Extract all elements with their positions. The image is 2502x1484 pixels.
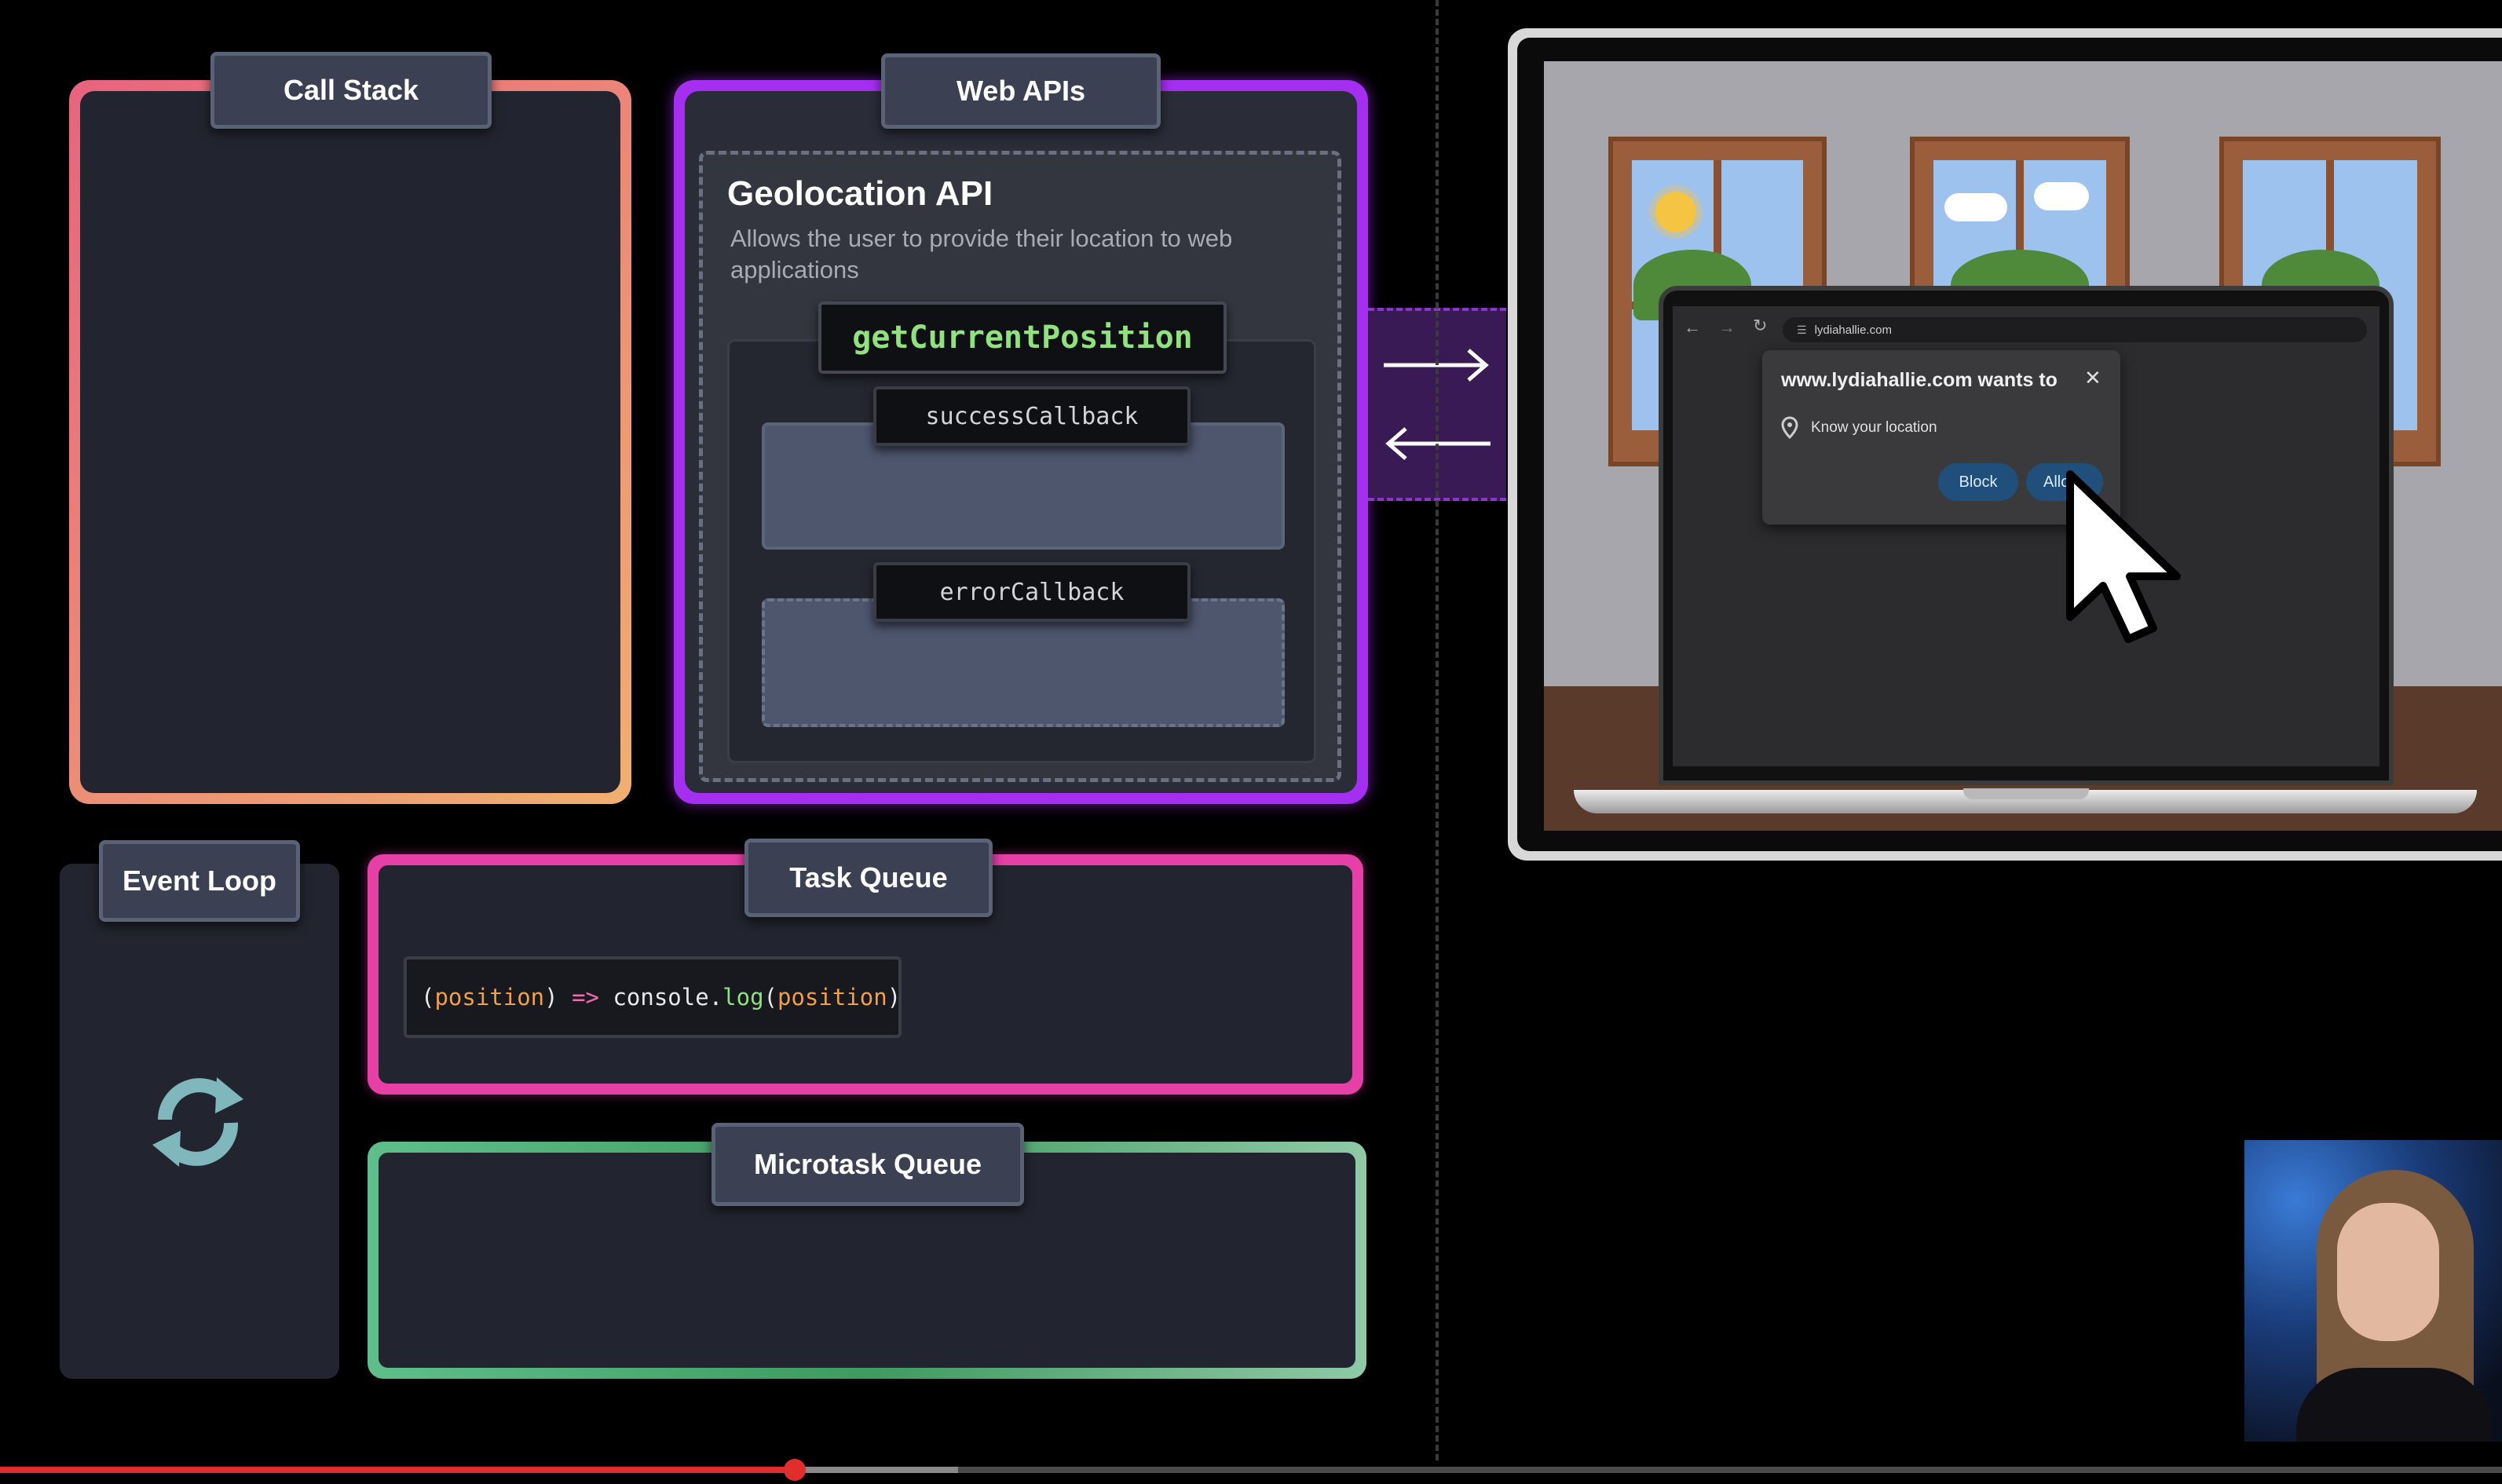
presenter-body [2296,1368,2493,1442]
success-callback-label: successCallback [925,402,1139,430]
task-queue-title: Task Queue [744,839,993,917]
video-progress-played [0,1467,795,1473]
error-callback-chip: errorCallback [873,562,1191,622]
code-arg-2: position [777,984,887,1011]
cloud-icon [1944,193,2007,221]
code-console: console [599,984,709,1011]
code-log: log [722,984,764,1011]
error-callback-label: errorCallback [939,578,1125,606]
permission-label: Know your location [1811,419,1937,436]
laptop-notch [1963,788,2089,799]
code-paren-open-2: ( [763,984,778,1011]
code-arg: position [434,984,545,1011]
code-paren-close: ) [544,984,572,1011]
block-button[interactable]: Block [1938,463,2018,501]
success-callback-chip: successCallback [873,386,1191,446]
get-current-position-label: getCurrentPosition [852,320,1193,356]
address-bar[interactable]: ☰ lydiahallie.com [1783,317,2367,342]
arrow-right-icon [1384,349,1489,382]
sun-icon [1655,192,1696,232]
site-settings-icon[interactable]: ☰ [1797,323,1807,336]
web-apis-title: Web APIs [881,53,1161,129]
cloud-icon [2034,182,2089,210]
presenter-face [2337,1203,2439,1341]
code-arrow: => [572,984,599,1011]
arrow-left-icon [1385,427,1491,460]
address-bar-url: lydiahallie.com [1814,323,1892,337]
code-paren-close-2: ) [887,984,902,1011]
close-icon[interactable]: ✕ [2084,366,2101,389]
get-current-position-chip: getCurrentPosition [818,302,1227,374]
event-loop-panel [60,864,339,1379]
call-stack-title: Call Stack [210,52,492,129]
location-pin-icon [1781,416,1798,440]
back-icon[interactable]: ← [1684,317,1701,337]
permission-prompt-title: www.lydiahallie.com wants to [1781,369,2058,391]
call-stack-panel [69,80,631,804]
video-progress-scrubber[interactable] [784,1459,806,1481]
mouse-cursor-icon [2066,470,2181,643]
event-loop-title: Event Loop [99,840,300,922]
code-dot: . [708,984,723,1011]
geolocation-api-description: Allows the user to provide their locatio… [730,225,1233,283]
refresh-icon [152,1077,243,1167]
reload-icon[interactable]: ↻ [1753,316,1768,335]
video-progress-track[interactable] [0,1467,2502,1473]
task-queue-callback-item: (position) => console.log(position) [404,956,902,1038]
presenter-webcam [2244,1140,2502,1442]
geolocation-api-title: Geolocation API [727,174,993,213]
microtask-queue-title: Microtask Queue [711,1123,1024,1206]
code-paren-open: ( [421,984,435,1011]
forward-icon[interactable]: → [1718,317,1736,337]
vertical-divider [1436,0,1439,1460]
